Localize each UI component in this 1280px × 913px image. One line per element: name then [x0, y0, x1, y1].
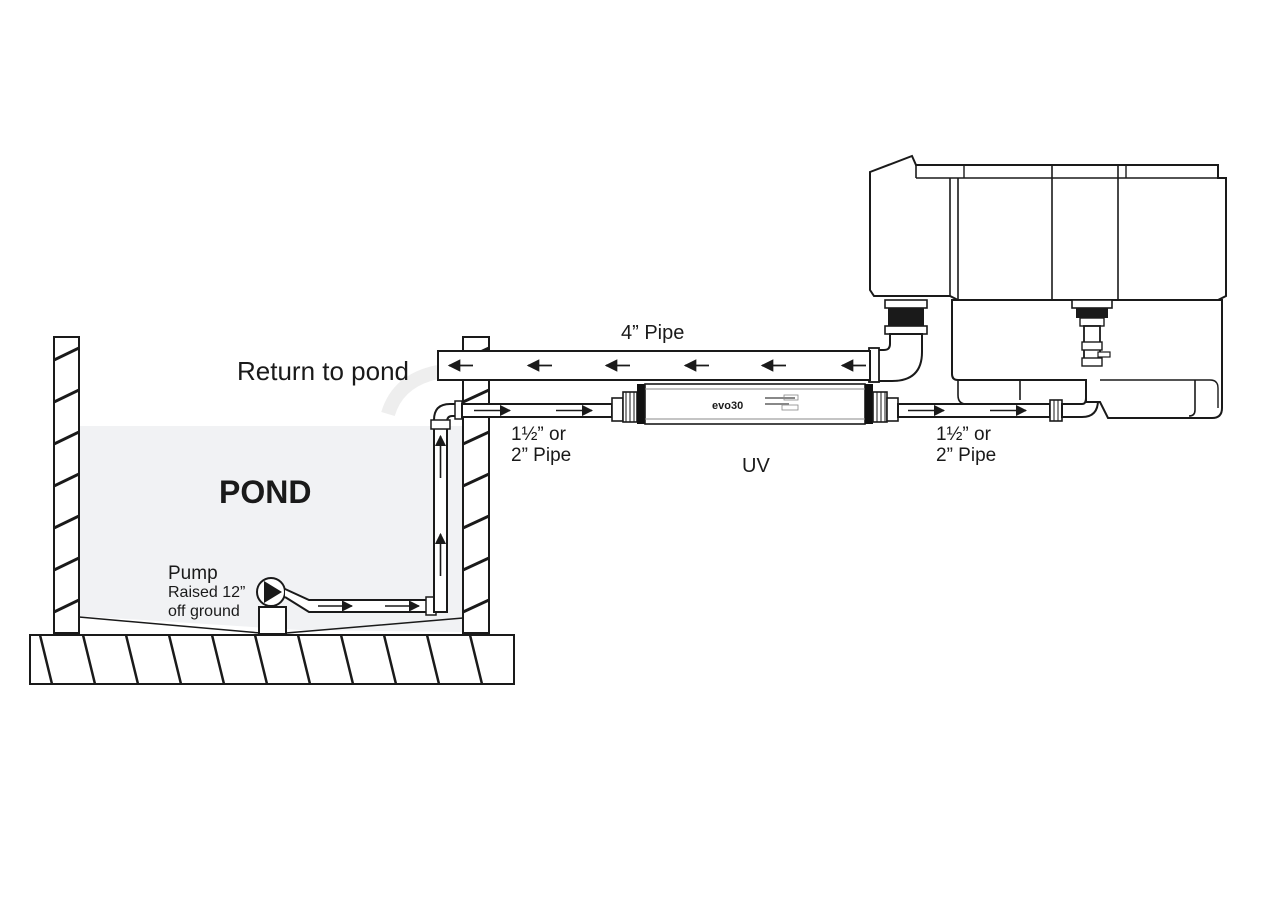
watermark-arc	[381, 365, 440, 417]
pipe-4in-label: 4” Pipe	[621, 322, 685, 344]
pipe-left-line2: 2” Pipe	[511, 445, 572, 466]
filter-inlet	[1071, 299, 1113, 367]
pipe-right-line1: 1½” or	[936, 424, 991, 445]
filter-outlet-4in	[868, 299, 928, 383]
pump-icon	[256, 577, 286, 607]
pump-raised-line1: Raised 12”	[168, 584, 246, 601]
pipe-right-line2: 2” Pipe	[936, 445, 997, 466]
pipe-uv-to-filter	[897, 363, 1099, 422]
uv-fitting-right	[872, 391, 899, 423]
return-to-pond-label: Return to pond	[237, 356, 410, 386]
pond-wall-left	[53, 336, 80, 634]
pond-label: POND	[219, 474, 312, 510]
uv-brand-label: evo30	[712, 400, 743, 412]
pump-stand	[258, 606, 287, 635]
pipe-left-line1: 1½” or	[511, 424, 566, 445]
ground-slab	[29, 634, 515, 685]
pond-wall-right	[462, 336, 490, 634]
pipe-return-4in	[437, 350, 871, 381]
pond-floor	[78, 616, 464, 634]
pump-raised-line2: off ground	[168, 603, 240, 620]
uv-label: UV	[742, 455, 770, 477]
pipe-right-label: 1½” or 2” Pipe	[936, 424, 996, 466]
pump-raised-label: Raised 12” off ground	[168, 583, 245, 621]
filter-box	[869, 154, 1227, 419]
pipe-to-uv	[454, 400, 613, 420]
uv-unit: evo30	[637, 383, 873, 425]
uv-fitting-left	[611, 391, 638, 423]
pump-label: Pump	[168, 563, 218, 584]
pipe-left-label: 1½” or 2” Pipe	[511, 424, 571, 466]
